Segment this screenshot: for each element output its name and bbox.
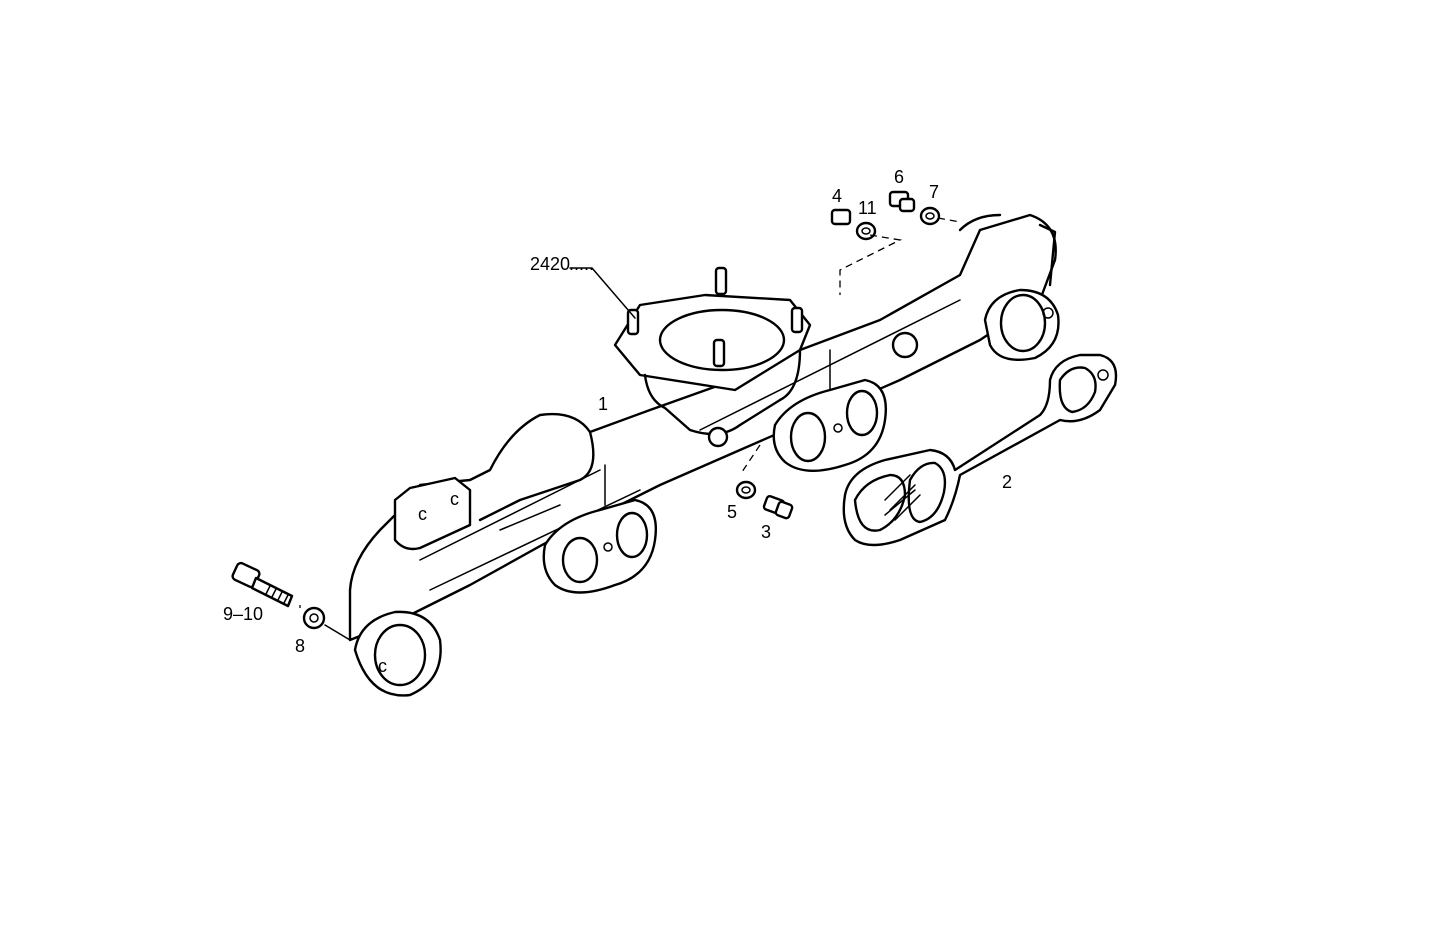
label-3: 3	[761, 522, 771, 542]
plug-3	[762, 494, 794, 520]
label-2420: 2420	[530, 254, 570, 274]
label-6: 6	[894, 167, 904, 187]
leader-lines	[299, 217, 961, 641]
port-pair-2	[772, 378, 887, 473]
label-9-10: 9–10	[223, 604, 263, 624]
flange-studs	[626, 266, 804, 368]
washer-8	[302, 606, 326, 630]
label-1: 1	[598, 394, 608, 414]
bolt-9-10	[231, 561, 294, 608]
outlet-flange	[613, 266, 812, 448]
label-2420-dots: .....	[569, 254, 594, 274]
label-8: 8	[295, 636, 305, 656]
washer-11	[855, 221, 877, 241]
port-right-end	[983, 288, 1060, 362]
label-11: 11	[858, 198, 877, 218]
small-parts	[231, 190, 941, 630]
port-left-end: c	[353, 610, 442, 697]
washer-7	[919, 206, 941, 226]
label-5: 5	[727, 502, 737, 522]
label-7: 7	[929, 182, 939, 202]
washer-5	[735, 480, 757, 500]
manifold-gasket	[842, 353, 1118, 547]
exhaust-manifold: c c	[348, 213, 1057, 642]
port-pair-1	[542, 498, 657, 594]
label-2: 2	[1002, 472, 1012, 492]
label-4: 4	[832, 186, 842, 206]
svg-text:c: c	[418, 504, 427, 524]
plug-6	[888, 190, 916, 213]
plug-4	[830, 208, 852, 226]
manifold-ports: c	[353, 288, 1060, 697]
svg-text:c: c	[450, 489, 459, 509]
svg-text:c: c	[378, 656, 387, 676]
callout-labels: 2420 1 2 3 4 5 6 7 8 9–10 11 .....	[223, 167, 1012, 656]
